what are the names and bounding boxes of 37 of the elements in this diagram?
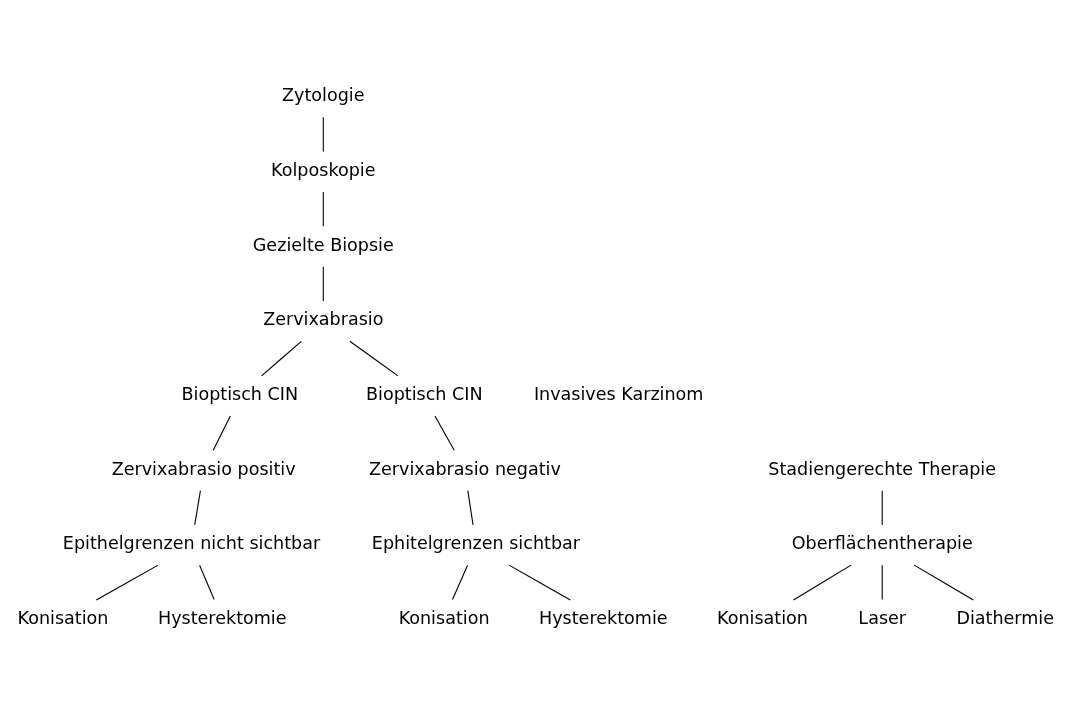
connector [212, 415, 231, 451]
connector [434, 415, 455, 451]
node-text: Zervixabrasio [263, 309, 384, 330]
node-text: Zervixabrasio negativ [369, 458, 561, 479]
connector [349, 340, 399, 377]
node-text: Hysterektomie [539, 608, 668, 629]
connector [95, 564, 159, 601]
connector [881, 490, 883, 526]
connector [322, 266, 324, 302]
node-text: Konisation [717, 608, 808, 629]
node-text: Ephitelgrenzen sichtbar [371, 533, 580, 554]
connector [881, 564, 883, 601]
node-text: Bioptisch CIN [366, 384, 483, 405]
connector [792, 564, 852, 601]
connector [261, 340, 302, 377]
connector [467, 490, 474, 526]
connector [199, 564, 215, 601]
connector [194, 490, 201, 526]
node-text: Oberflächentherapie [791, 533, 973, 554]
node-text: Bioptisch CIN [181, 384, 299, 405]
node-text: Hysterektomie [157, 608, 287, 629]
node-text: Kolposkopie [271, 160, 376, 180]
connector [322, 116, 324, 153]
node-text: Konisation [398, 608, 490, 629]
connector [913, 564, 974, 601]
node-text: Diathermie [956, 608, 1055, 629]
node-text: Zervixabrasio positiv [111, 458, 296, 479]
node-text: Gezielte Biopsie [252, 234, 394, 255]
node-text: Epithelgrenzen nicht sichtbar [62, 533, 321, 554]
node-text: Stadiengerechte Therapie [768, 458, 997, 479]
connector [322, 191, 324, 227]
connector [508, 564, 571, 601]
node-text: Zytologie [282, 85, 365, 106]
connector [451, 564, 469, 601]
node-text: Invasives Karzinom [533, 384, 704, 405]
node-text: Laser [858, 608, 907, 629]
node-text: Konisation [17, 608, 109, 629]
